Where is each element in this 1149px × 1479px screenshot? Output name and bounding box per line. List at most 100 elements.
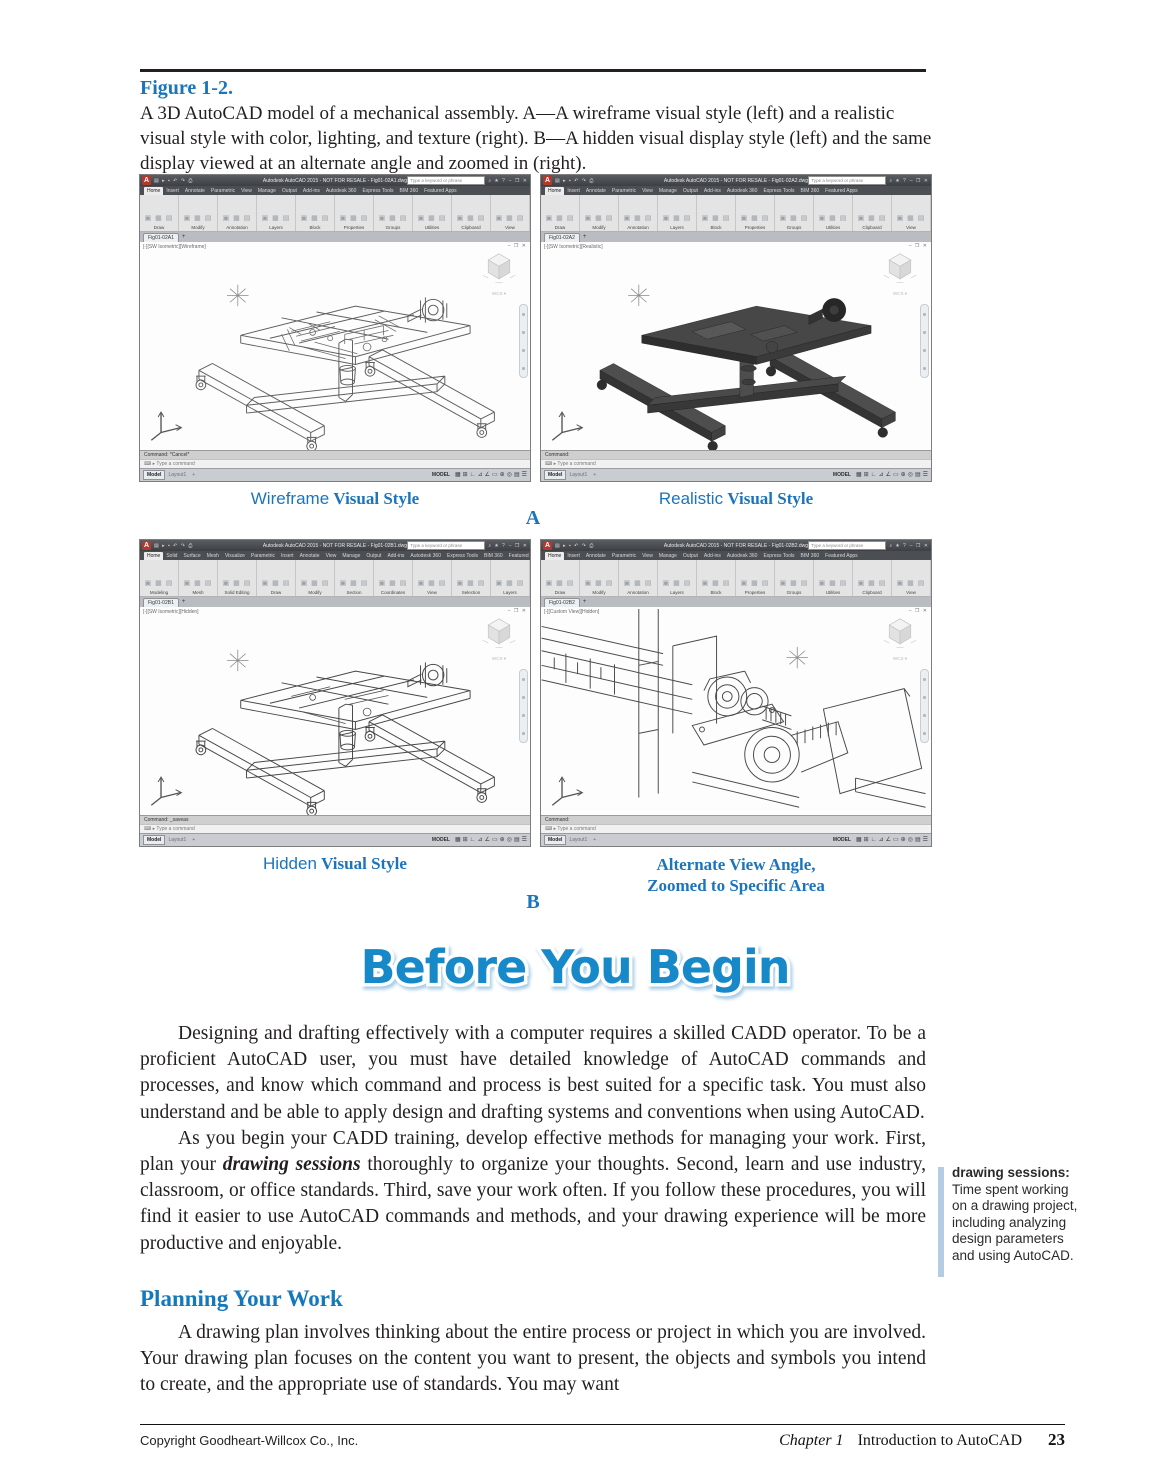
command-input: ⌨ ▸ Type a command (140, 824, 530, 833)
window-buttons: – ❒ ✕ (508, 542, 528, 549)
ribbon-tab: Featured Apps (508, 553, 530, 559)
viewcube-wcs-label: WCS ▾ (892, 291, 907, 296)
viewport-controls-label: [-][Custom View][Hidden] (544, 609, 600, 615)
ribbon-tab: Parametric (611, 188, 637, 194)
ribbon-tab: Autodesk 360 (726, 553, 758, 559)
autocad-logo-icon: A (142, 176, 151, 185)
wireframe-model-drawing (150, 284, 530, 450)
viewcube-wcs-label: WCS ▾ (491, 291, 506, 296)
infocenter-icons: ⌕ ★ ? (889, 177, 907, 184)
command-input: ⌨ ▸ Type a command (140, 459, 530, 468)
ribbon-tab: BIM 360 (399, 188, 419, 194)
status-icon: ⊕ (900, 837, 906, 843)
quick-access-toolbar-icons: ▤ ▸ ▪ ↶ ↷ ⎙ (555, 177, 595, 184)
ribbon-panel: Layers (658, 560, 697, 596)
body-text: Designing and drafting effectively with … (140, 1021, 926, 1257)
paragraph-3-wrap: A drawing plan involves thinking about t… (140, 1320, 926, 1399)
ribbon-tab: Express Tools (763, 188, 795, 194)
titlebar: A ▤ ▸ ▪ ↶ ↷ ⎙ Autodesk AutoCAD 2015 - NO… (140, 175, 530, 186)
autocad-logo-icon: A (543, 541, 552, 550)
status-icon: ⊞ (462, 472, 468, 478)
ribbon-tab: Home (545, 187, 565, 195)
drawing-canvas: [-][SW Isometric][Hidden] – ❒ ✕ WCS ▾ (140, 607, 530, 815)
ribbon-tab: Surface (183, 553, 201, 559)
ribbon-tab: Output (682, 553, 698, 559)
file-tab: Fig01-02A1 (143, 233, 179, 242)
status-icon: ◎ (907, 472, 913, 478)
status-icon: ☰ (922, 472, 928, 478)
layout-tab: Layout1 (569, 472, 588, 478)
new-tab-button: + (181, 599, 186, 605)
window-buttons: – ❒ ✕ (909, 542, 929, 549)
ribbon-panel: Clipboard (853, 195, 892, 231)
ribbon-panel: Selection (452, 560, 491, 596)
ribbon-tab: Home (144, 552, 164, 560)
status-icon: ▭ (892, 837, 899, 843)
paragraph-1: Designing and drafting effectively with … (140, 1023, 926, 1123)
viewcube-wcs-label: WCS ▾ (892, 656, 907, 661)
ribbon-tab: Visualize (224, 553, 245, 559)
quick-access-toolbar-icons: ▤ ▸ ▪ ↶ ↷ ⎙ (154, 177, 194, 184)
ribbon-panel: Draw (140, 195, 179, 231)
drawing-canvas: [-][SW Isometric][Realistic] – ❒ ✕ (541, 242, 931, 450)
status-bar: Model Layout1 + MODEL ▦⊞∟⊿∠▭⊕◎▤☰ (140, 468, 530, 481)
ribbon-panel: Layers (257, 195, 296, 231)
definition-text: Time spent working on a drawing project,… (952, 1181, 1078, 1263)
status-icon: ∟ (469, 472, 476, 478)
search-input: Type a keyword or phrase (808, 541, 887, 550)
status-icon: ☰ (521, 472, 527, 478)
status-icon: ⊿ (477, 472, 483, 478)
copyright-notice: Copyright Goodheart-Willcox Co., Inc. (140, 1433, 359, 1448)
search-input: Type a keyword or phrase (808, 176, 887, 185)
status-icon: ▭ (491, 472, 498, 478)
titlebar: A ▤ ▸ ▪ ↶ ↷ ⎙ Autodesk AutoCAD 2015 - NO… (541, 540, 931, 551)
drawing-window-buttons: – ❒ ✕ (908, 243, 928, 249)
ribbon-panel: Draw (541, 560, 580, 596)
model-badge: MODEL (832, 472, 851, 478)
page-footer: Copyright Goodheart-Willcox Co., Inc. Ch… (140, 1430, 1065, 1450)
ribbon-tab: Manage (342, 553, 361, 559)
ribbon-panel: Properties (736, 195, 775, 231)
ribbon-panel: Clipboard (853, 560, 892, 596)
add-layout-button: + (192, 472, 196, 478)
definition-term: drawing sessions: (952, 1165, 1070, 1180)
status-bar: Model Layout1 + MODEL ▦⊞∟⊿∠▭⊕◎▤☰ (140, 833, 530, 846)
ribbon-tab: BIM 360 (484, 553, 503, 559)
drawing-canvas: [-][SW Isometric][Wireframe] – ❒ ✕ WCS ▾ (140, 242, 530, 450)
status-icon: ∠ (484, 472, 490, 478)
ribbon-panel: Mesh (179, 560, 218, 596)
status-bar: Model Layout1 + MODEL ▦⊞∟⊿∠▭⊕◎▤☰ (541, 468, 931, 481)
ribbon-tab: Add-ins (302, 188, 320, 194)
status-icon: ⊕ (499, 472, 505, 478)
window-buttons: – ❒ ✕ (508, 177, 528, 184)
status-bar-icons: ▦⊞∟⊿∠▭⊕◎▤☰ (854, 470, 928, 480)
ribbon-tab: Output (682, 188, 698, 194)
ribbon-panel: Modeling (140, 560, 179, 596)
ribbon-panels: DrawModifyAnnotationLayersBlockPropertie… (140, 195, 530, 232)
status-icon: ⊞ (462, 837, 468, 843)
autocad-logo-icon: A (142, 541, 151, 550)
viewcube-wcs-label: WCS ▾ (491, 656, 506, 661)
before-you-begin-banner: Before You Begin (357, 937, 794, 998)
ribbon-tab: Manage (257, 188, 276, 194)
status-icon: ⊿ (878, 837, 884, 843)
hidden-model-drawing (150, 649, 530, 815)
ribbon-tab: Autodesk 360 (325, 188, 357, 194)
drawing-window-buttons: – ❒ ✕ (908, 608, 928, 614)
window-title: Autodesk AutoCAD 2015 - NOT FOR RESALE -… (262, 542, 408, 549)
ribbon-panel: Modify (179, 195, 218, 231)
ribbon-tab: Parametric (250, 553, 276, 559)
add-layout-button: + (593, 472, 597, 478)
ribbon-tab: Featured Apps (825, 188, 858, 194)
ribbon-tab: Manage (658, 188, 677, 194)
file-tab-bar: Fig01-02B2 + (541, 597, 931, 607)
term-drawing-sessions: drawing sessions (222, 1154, 361, 1176)
zoomed-model-drawing (541, 608, 926, 808)
add-layout-button: + (192, 837, 196, 843)
paragraph-3: A drawing plan involves thinking about t… (140, 1322, 926, 1396)
ribbon-panel: Properties (736, 560, 775, 596)
status-icon: ∠ (885, 472, 891, 478)
ribbon-tab: BIM 360 (800, 188, 820, 194)
